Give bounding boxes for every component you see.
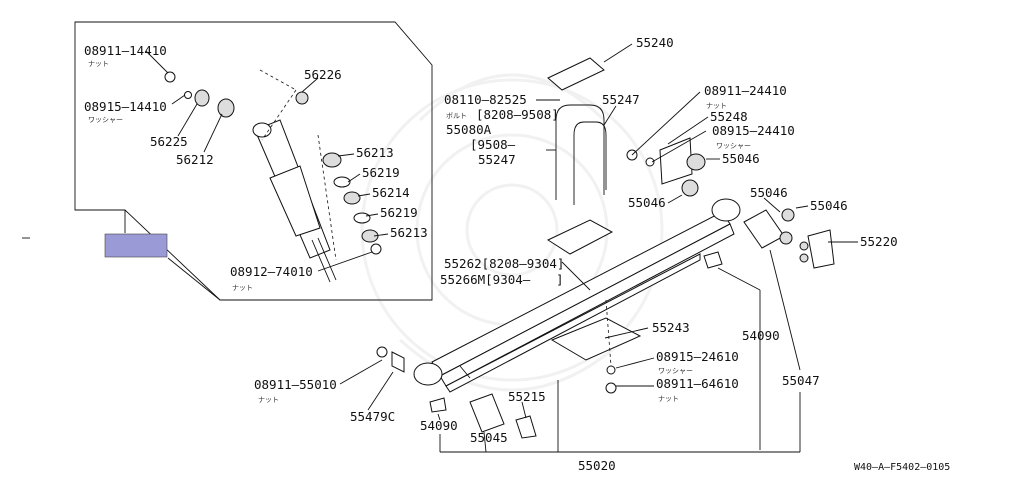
label-nut-3: ナット bbox=[706, 102, 727, 110]
label-08915-24410: 08915–24410 bbox=[712, 123, 795, 138]
shock-absorber bbox=[252, 69, 337, 283]
label-08915-24610: 08915–24610 bbox=[656, 349, 739, 364]
label-washer-1: ワッシャー bbox=[88, 116, 123, 124]
label-08911-64610: 08911–64610 bbox=[656, 376, 739, 391]
doc-code: W40–A–F5402–0105 bbox=[854, 462, 950, 473]
label-9508: [9508– bbox=[470, 137, 516, 152]
label-54090a: 54090 bbox=[742, 328, 780, 343]
label-55479C: 55479C bbox=[350, 409, 395, 424]
label-55046b: 55046 bbox=[628, 195, 666, 210]
label-55243: 55243 bbox=[652, 320, 690, 335]
label-washer-3: ワッシャー bbox=[716, 142, 751, 150]
label-55262: 55262[8208–9304] bbox=[444, 256, 564, 271]
detail-leader-2 bbox=[167, 257, 221, 301]
label-55046c: 55046 bbox=[750, 185, 788, 200]
label-nut-1: ナット bbox=[88, 60, 109, 68]
label-56213b: 56213 bbox=[390, 225, 428, 240]
label-55215: 55215 bbox=[508, 389, 546, 404]
label-bolt: ボルト bbox=[446, 112, 467, 120]
label-55266M-close: ] bbox=[556, 272, 564, 287]
label-55046d: 55046 bbox=[810, 198, 848, 213]
label-08911-14410: 08911–14410 bbox=[84, 43, 167, 58]
label-washer-4: ワッシャー bbox=[658, 367, 693, 375]
label-55266M: 55266M[9304– bbox=[440, 272, 531, 287]
label-55080A: 55080A bbox=[446, 122, 492, 137]
highlight-marker[interactable] bbox=[104, 233, 168, 258]
front-hanger-parts bbox=[376, 346, 537, 439]
label-56225: 56225 bbox=[150, 134, 188, 149]
label-nut-2: ナット bbox=[232, 284, 253, 292]
label-55247a: 55247 bbox=[602, 92, 640, 107]
label-55248: 55248 bbox=[710, 109, 748, 124]
label-55240: 55240 bbox=[636, 35, 674, 50]
label-56226: 56226 bbox=[304, 67, 342, 82]
label-08110-note: [8208–9508] bbox=[476, 107, 559, 122]
label-55046a: 55046 bbox=[722, 151, 760, 166]
label-55247b: 55247 bbox=[478, 152, 516, 167]
u-bolts bbox=[546, 57, 642, 394]
label-08915-14410: 08915–14410 bbox=[84, 99, 167, 114]
label-08110-82525: 08110–82525 bbox=[444, 92, 527, 107]
shackle bbox=[626, 137, 835, 269]
detail-box-outline bbox=[74, 21, 433, 301]
label-56219b: 56219 bbox=[380, 205, 418, 220]
label-56219a: 56219 bbox=[362, 165, 400, 180]
label-55047: 55047 bbox=[782, 373, 820, 388]
label-08911-24410: 08911–24410 bbox=[704, 83, 787, 98]
label-54090b: 54090 bbox=[420, 418, 458, 433]
leaf-spring bbox=[413, 198, 741, 393]
label-55045: 55045 bbox=[470, 430, 508, 445]
label-56212: 56212 bbox=[176, 152, 214, 167]
label-nut-4: ナット bbox=[658, 395, 679, 403]
leader-lines bbox=[145, 43, 858, 453]
label-nut-5: ナット bbox=[258, 396, 279, 404]
label-56213a: 56213 bbox=[356, 145, 394, 160]
label-56214: 56214 bbox=[372, 185, 410, 200]
label-55220: 55220 bbox=[860, 234, 898, 249]
label-08911-55010: 08911–55010 bbox=[254, 377, 337, 392]
label-55020: 55020 bbox=[578, 458, 616, 473]
label-08912-74010: 08912–74010 bbox=[230, 264, 313, 279]
bushing-parts bbox=[164, 71, 382, 255]
